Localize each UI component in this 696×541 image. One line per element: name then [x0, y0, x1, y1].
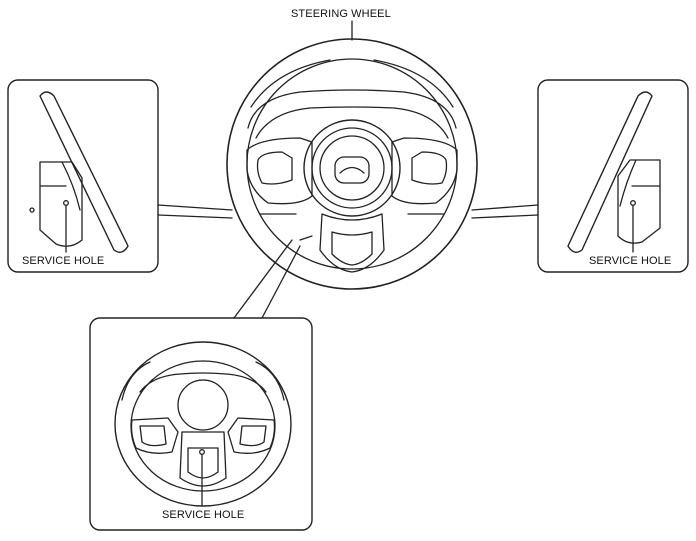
right-callout: [471, 79, 689, 273]
right-callout-box: [537, 79, 689, 273]
rim-upper-inner: [255, 106, 449, 139]
right-connector-bottom: [471, 214, 539, 219]
left-connector-top: [157, 204, 233, 211]
left-column-cover: [39, 161, 83, 247]
wheel-bottom-hole-mark: [299, 235, 313, 241]
bottom-lower-spoke-panel: [187, 447, 219, 479]
horn-pad-outer: [303, 119, 401, 217]
main-steering-wheel: [226, 38, 478, 290]
right-service-hole: [630, 200, 636, 206]
bottom-wheel-rim-outer: [114, 341, 292, 507]
right-side-rim: [567, 91, 653, 253]
bottom-rim-grip-right: [255, 361, 285, 401]
service-hole-label-bottom: SERVICE HOLE: [162, 509, 245, 521]
bottom-connector-right: [261, 245, 301, 319]
right-connector-top: [471, 204, 539, 211]
lower-spoke: [319, 213, 385, 273]
service-hole-label-left: SERVICE HOLE: [22, 255, 105, 267]
left-small-marker: [29, 207, 35, 213]
left-spoke-switch: [256, 151, 293, 185]
right-spoke: [391, 137, 458, 205]
left-callout: [7, 79, 233, 273]
left-connector-bottom: [157, 214, 233, 219]
emblem-mark: [339, 166, 365, 174]
rim-grip-left: [250, 59, 331, 108]
wheel-rim-outer: [226, 38, 478, 290]
steering-wheel-label: STEERING WHEEL: [291, 8, 391, 20]
bottom-service-hole: [199, 449, 205, 455]
bottom-callout-box: [89, 317, 313, 531]
left-side-rim: [39, 91, 129, 253]
service-hole-label-right: SERVICE HOLE: [589, 255, 672, 267]
left-column-curve: [61, 161, 81, 211]
rim-grip-right: [373, 59, 454, 108]
bottom-left-spoke-inner: [139, 425, 167, 447]
bottom-rim-grip-left: [121, 361, 151, 401]
horn-pad-ring: [319, 135, 385, 201]
bottom-rim-upper-contour: [139, 372, 267, 393]
right-spoke-switch: [411, 151, 448, 185]
right-column-curve: [619, 159, 637, 207]
right-column-cover: [617, 159, 661, 244]
bottom-left-spoke: [130, 417, 179, 454]
horn-pad-inner: [311, 127, 393, 209]
left-spoke: [246, 137, 313, 205]
lower-spoke-panel: [331, 231, 373, 266]
bottom-hub: [177, 379, 229, 431]
bottom-lower-spoke: [179, 431, 227, 487]
left-callout-box: [7, 79, 159, 273]
bottom-callout: [89, 239, 313, 531]
bottom-right-spoke: [227, 417, 276, 454]
bottom-connector-left: [233, 239, 293, 319]
emblem: [334, 156, 370, 184]
rim-upper-contour: [247, 89, 457, 129]
bottom-right-spoke-inner: [239, 425, 267, 447]
left-service-hole: [63, 200, 69, 206]
